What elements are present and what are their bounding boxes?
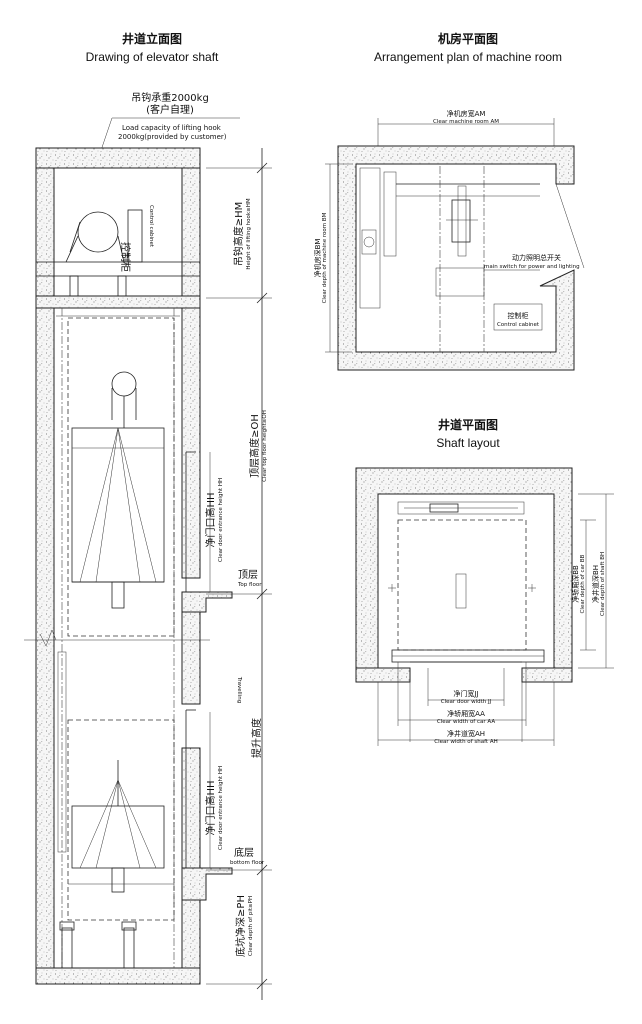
bottom-floor-label-en: bottom floor	[230, 860, 265, 866]
bb-label-en: Clear depth of car BB	[580, 554, 586, 613]
car-lower	[71, 805, 165, 869]
hh-lower-label-en: Clear door entrance height HH	[218, 766, 224, 850]
am-label-en: Clear machine room AM	[433, 119, 499, 125]
bottom-floor-slab	[181, 867, 233, 901]
hook-label-cn-1: 吊钩承重2000kg	[131, 91, 209, 104]
machine-room-plan: 机房平面图 Arrangement plan of machine room 净…	[313, 31, 585, 371]
aa-label-cn: 净轿厢宽AA	[447, 709, 485, 718]
switch-label-cn: 动力照明总开关	[512, 253, 561, 262]
car-lower-outline	[67, 719, 175, 921]
machine-room-walls	[337, 145, 575, 371]
hook-label-en-2: 2000kg(provided by customer)	[118, 133, 227, 141]
car-upper-outline	[67, 317, 175, 637]
travel-label-en: Travelling	[236, 676, 242, 703]
ah-label-cn: 净井道宽AH	[447, 729, 485, 738]
hh-upper-label-en: Clear door entrance height HH	[218, 478, 224, 562]
counterweight	[57, 651, 67, 853]
ph-label-en: Clear depth of pit≥PH	[248, 896, 254, 956]
oh-label-en: Clear top floor height≥OH	[262, 410, 268, 482]
hm-label-cn: 吊钩高度≥HM	[232, 202, 245, 267]
machine-room-title-en: Arrangement plan of machine room	[374, 50, 562, 64]
top-floor-slab	[181, 591, 233, 613]
ah-label-en: Clear width of shaft AH	[434, 739, 497, 745]
control-cabinet-elev	[127, 209, 143, 263]
right-wall-middle	[181, 611, 201, 705]
hook-label-cn-2: (客户自理)	[146, 103, 194, 116]
shaft-walls	[355, 467, 573, 669]
hh-lower-label-cn: 净门口高HH	[204, 780, 217, 835]
bh-label-cn: 净井道深BH	[591, 565, 600, 603]
traction-sheave	[77, 211, 119, 253]
bm-label-cn: 净机房深BM	[313, 239, 322, 278]
pit-floor	[35, 967, 201, 985]
oh-label-cn: 顶层高度≥OH	[248, 414, 261, 478]
right-wall-lower	[181, 747, 201, 869]
machine-room-floor-slab	[35, 295, 201, 309]
aa-label-en: Clear width of car AA	[437, 719, 495, 725]
switch-label-en: main switch for power and lighting	[484, 264, 580, 270]
cabinet-label-en: Control cabinet	[148, 205, 154, 248]
shaft-plan: 井道平面图 Shaft layout 净轿厢深BB Clear depth of…	[355, 417, 614, 746]
shaft-counterweight	[397, 501, 525, 515]
elevation-title-cn: 井道立面图	[122, 31, 182, 46]
elevation-drawing: 井道立面图 Drawing of elevator shaft 吊钩承重2000…	[24, 31, 272, 1000]
right-wall-pit	[181, 899, 201, 969]
bm-label-en: Clear depth of machine room BM	[322, 212, 328, 303]
buffer-left	[61, 927, 73, 969]
mr-cabinet-label-en: Control cabinet	[497, 322, 540, 328]
control-cabinet-plan	[493, 303, 543, 331]
top-floor-label-cn: 顶层	[238, 569, 258, 581]
shaft-title-en: Shaft layout	[436, 436, 500, 450]
traction-machine	[451, 199, 471, 243]
machine-beam	[35, 261, 201, 277]
jj-label-cn: 净门宽JJ	[453, 689, 478, 698]
shaft-title-cn: 井道平面图	[438, 417, 498, 432]
am-label-cn: 净机房宽AM	[447, 109, 486, 118]
left-wall	[35, 167, 55, 985]
car-center-mark	[455, 573, 467, 609]
roof-slab	[35, 147, 201, 169]
mr-cabinet-label-cn: 控制柜	[508, 311, 529, 320]
jj-label-en: Clear door width JJ	[441, 699, 492, 705]
car-pulley	[111, 371, 137, 397]
right-wall-upper	[181, 167, 201, 579]
bottom-floor-label-cn: 底层	[234, 846, 254, 859]
travel-label-cn: 提升高度	[250, 718, 263, 758]
buffer-right	[123, 927, 135, 969]
hook-label-en-1: Load capacity of lifting hook	[122, 124, 222, 132]
machine-room-title-cn: 机房平面图	[438, 31, 498, 46]
cabinet-label-cn: 控制柜	[119, 242, 132, 272]
ph-label-cn: 底坑净深≥PH	[234, 895, 247, 957]
bb-label-cn: 净轿厢深BB	[571, 565, 580, 603]
hh-upper-label-cn: 净门口高HH	[204, 492, 217, 547]
hm-label-en: Height of lifting hook≥HM	[246, 198, 252, 269]
bh-label-en: Clear depth of shaft BH	[600, 552, 606, 616]
car-outline-plan	[397, 519, 527, 651]
top-floor-label-en: Top floor	[237, 582, 262, 588]
elevation-title-en: Drawing of elevator shaft	[86, 50, 219, 64]
